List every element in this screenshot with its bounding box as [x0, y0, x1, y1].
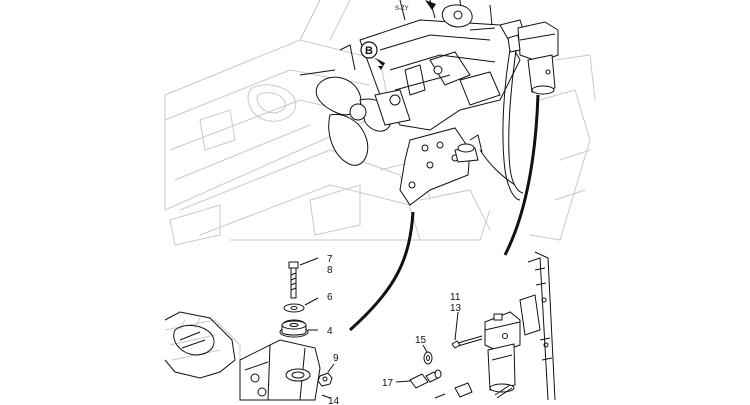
mount-washer [283, 303, 305, 313]
callout-6: 6 [327, 292, 333, 303]
callout-15: 15 [415, 335, 427, 346]
fuel-lines [479, 49, 524, 201]
view-marker-label: B [365, 45, 373, 57]
mount-bolt [288, 261, 299, 299]
frame-plate [519, 251, 556, 401]
filter-washer [423, 351, 433, 365]
fuel-filter-cartridge [487, 343, 516, 393]
direction-arrow-icon [375, 58, 385, 70]
hose-fitting-lower [454, 382, 473, 398]
filter-bolt [451, 335, 483, 349]
callout-11: 11 [450, 292, 461, 303]
machine-frame-ghost [164, 0, 596, 246]
fuel-filter-detail [395, 251, 556, 401]
callout-14: 14 [328, 396, 340, 405]
callout-9: 9 [333, 353, 339, 364]
leader-to-filter-detail [503, 94, 540, 256]
callout-labels: 7 8 6 4 9 14 11 13 15 17 [327, 254, 462, 405]
engine-mount-bracket [239, 339, 321, 401]
engine-assembly: B S-ZY [299, 0, 559, 206]
callout-17: 17 [382, 378, 394, 389]
callout-4: 4 [327, 326, 333, 337]
rubber-mount [279, 319, 309, 338]
view-marker-b: B [360, 41, 385, 70]
leader-to-mount-detail [349, 211, 415, 332]
callout-13: 13 [450, 303, 462, 314]
top-label: S-ZY [395, 6, 409, 12]
callout-8: 8 [327, 265, 333, 276]
fuel-filter-head [484, 311, 521, 353]
hose-fitting [409, 369, 442, 389]
cooling-fan [315, 76, 392, 166]
engine-end-ghost [164, 317, 241, 400]
direction-arrow-icon [425, 0, 436, 10]
mount-nut [317, 372, 333, 387]
engine-mount-bracket-installed [399, 127, 483, 206]
fuel-filter-installed [507, 21, 559, 95]
callout-7: 7 [327, 254, 333, 265]
engine-mount-detail [164, 257, 335, 401]
